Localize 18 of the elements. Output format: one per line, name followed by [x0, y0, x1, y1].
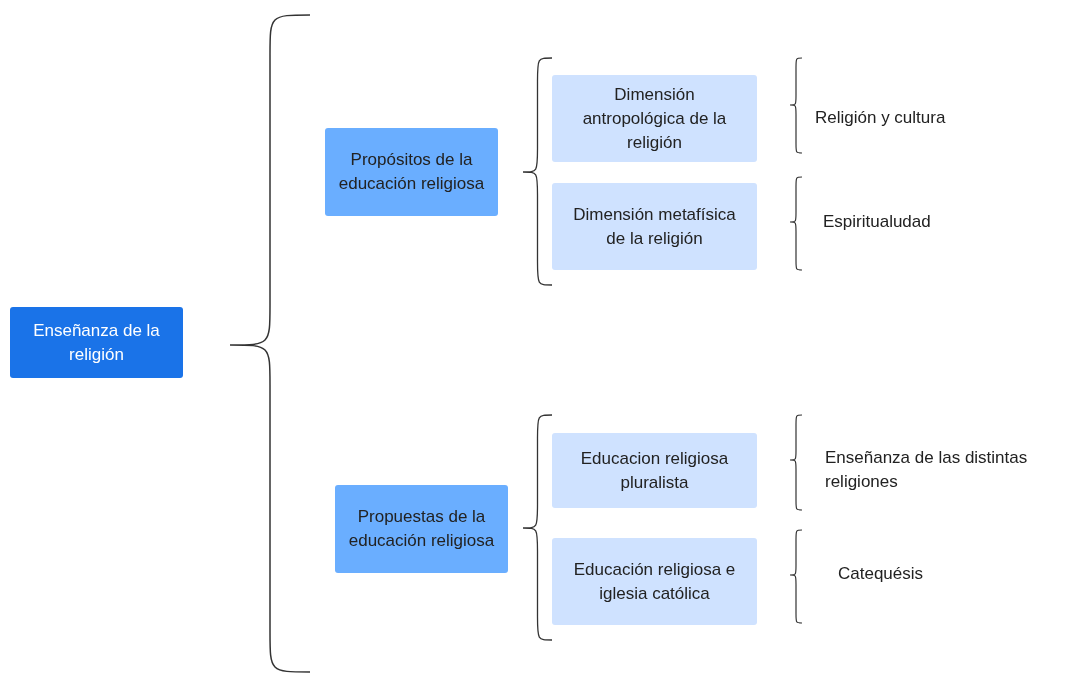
node-label: Dimensión metafísica de la religión — [572, 203, 737, 250]
leaf-text: Espiritualudad — [823, 211, 931, 233]
node-label: Dimensión antropológica de la religión — [581, 83, 728, 154]
topic-box — [552, 538, 757, 625]
node-label: Educacion religiosa pluralista — [579, 447, 730, 494]
node-label: Propuestas de la educación religiosa — [347, 506, 496, 552]
node-label: Enseñanza de la religión — [32, 319, 161, 366]
root-box — [10, 307, 183, 378]
node-label: Educación religiosa e iglesia católica — [572, 558, 737, 605]
topic-box — [552, 433, 757, 508]
topic-box — [552, 75, 757, 162]
topic-box — [552, 183, 757, 270]
category-box — [335, 485, 508, 573]
leaf-text: Enseñanza de las distintas religiones — [825, 447, 1029, 493]
category-box — [325, 128, 498, 216]
node-label: Propósitos de la educación religiosa — [337, 149, 486, 195]
leaf-text: Religión y cultura — [815, 107, 946, 129]
leaf-text: Catequésis — [838, 563, 924, 585]
